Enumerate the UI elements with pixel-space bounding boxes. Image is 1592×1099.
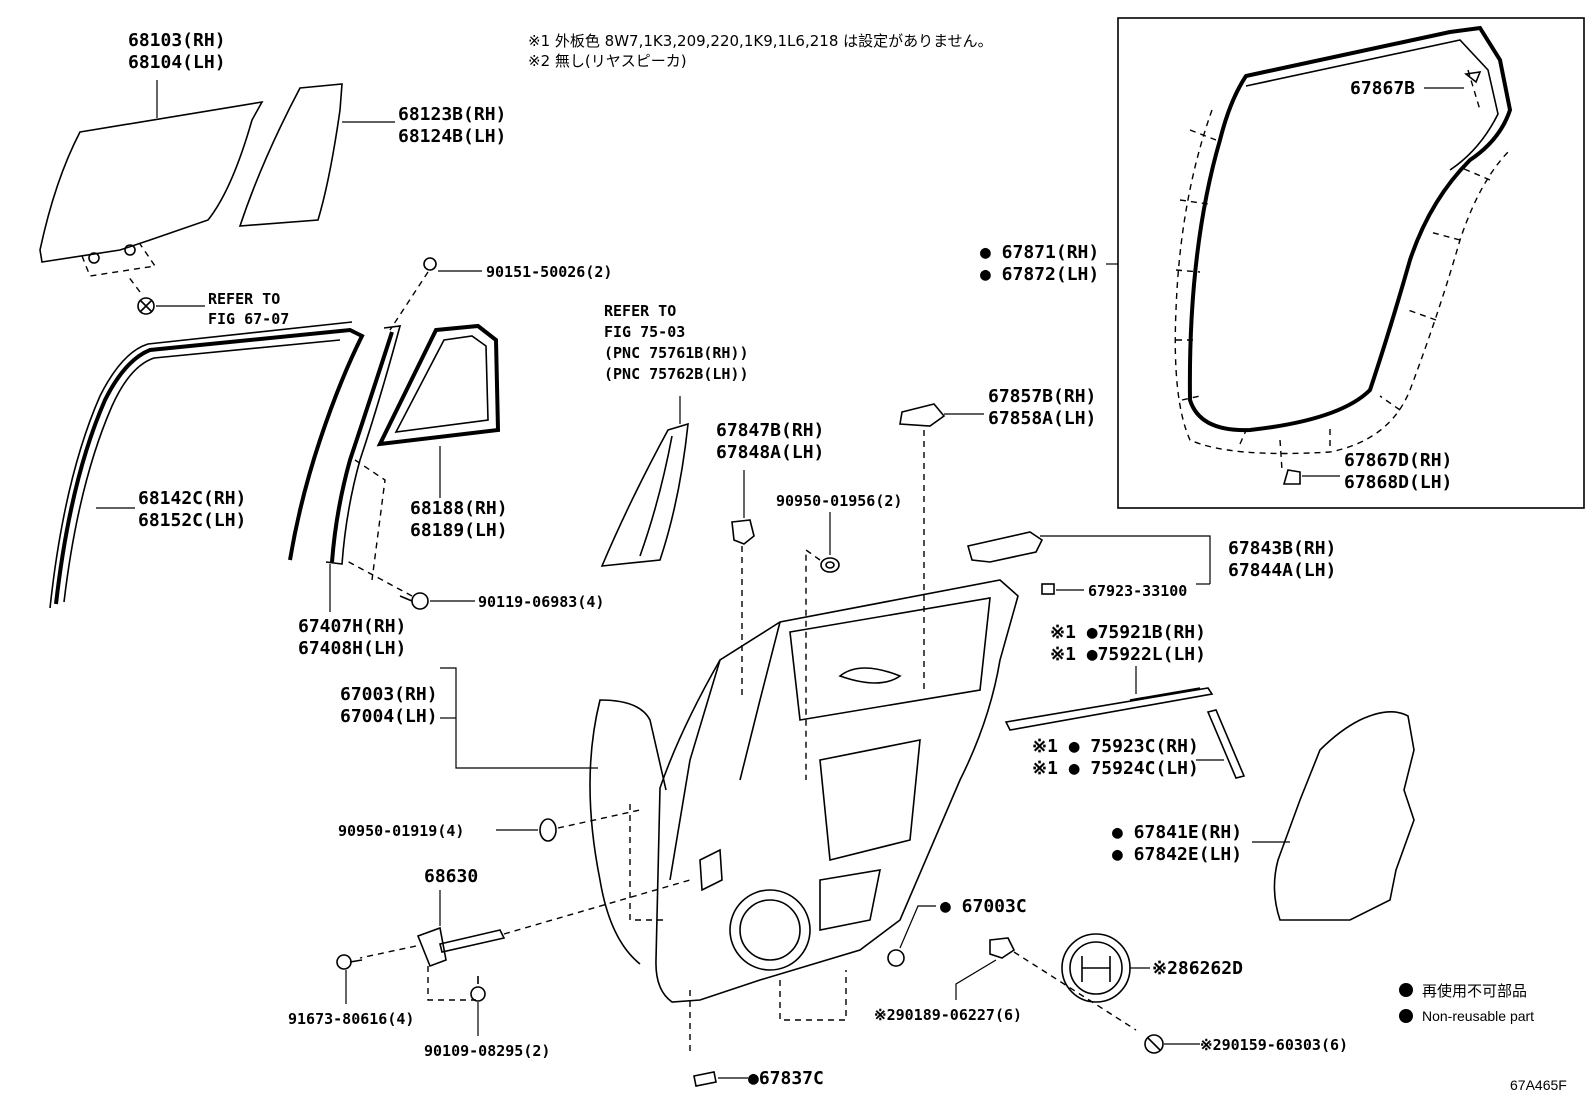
- label-67004: 67004(LH): [340, 706, 438, 727]
- service-hole-cover: [1273, 711, 1415, 921]
- bolt-90109-icon: [470, 976, 486, 1002]
- speaker-86262d: [1061, 933, 1131, 1003]
- label-68188: 68188(RH): [410, 498, 508, 519]
- label-67872: ● 67872(LH): [980, 264, 1099, 285]
- rear-edge-moulding: [1206, 709, 1246, 779]
- screw-90151-icon: [423, 257, 437, 271]
- label-90151: 90151-50026(2): [486, 263, 612, 281]
- label-67923: 67923-33100: [1088, 582, 1187, 600]
- division-bar: [325, 325, 402, 581]
- refer-fig-6707-line2: FIG 67-07: [208, 310, 289, 328]
- label-67842e: ● 67842E(LH): [1112, 844, 1242, 865]
- plug-90950-01956-icon: [805, 548, 840, 780]
- label-67841e: ● 67841E(RH): [1112, 822, 1242, 843]
- door-glass: [39, 100, 264, 277]
- label-75922l: ※1 ●75922L(LH): [1050, 644, 1206, 665]
- label-90119: 90119-06983(4): [478, 593, 604, 611]
- label-68189: 68189(LH): [410, 520, 508, 541]
- label-67867b: 67867B: [1350, 78, 1415, 99]
- note-2: ※2 無し(リヤスピーカ): [528, 52, 687, 70]
- refer-fig-7503-line1: REFER TO: [604, 302, 676, 320]
- label-67848a: 67848A(LH): [716, 442, 824, 463]
- label-68103: 68103(RH): [128, 30, 226, 51]
- refer-fig-7503-line2: FIG 75-03: [604, 323, 685, 341]
- label-68630: 68630: [424, 866, 478, 887]
- label-68142c: 68142C(RH): [138, 488, 246, 509]
- label-75924c: ※1 ● 75924C(LH): [1032, 758, 1199, 779]
- label-86262d: ※286262D: [1152, 958, 1243, 979]
- legend-jp: 再使用不可部品: [1422, 982, 1527, 1000]
- label-68123b: 68123B(RH): [398, 104, 506, 125]
- weatherstrip-detail-box: [1117, 17, 1585, 509]
- label-67847b: 67847B(RH): [716, 420, 824, 441]
- door-check: [359, 879, 691, 1001]
- label-68124b: 68124B(LH): [398, 126, 506, 147]
- label-90189: ※290189-06227(6): [874, 1006, 1022, 1024]
- label-90159: ※290159-60303(6): [1200, 1036, 1348, 1054]
- run-channel: [49, 321, 365, 609]
- label-67868d: 67868D(LH): [1344, 472, 1452, 493]
- quarter-window-frame: [376, 323, 501, 447]
- label-91673: 91673-80616(4): [288, 1010, 414, 1028]
- label-75921b: ※1 ●75921B(RH): [1050, 622, 1206, 643]
- door-panel-assembly: [589, 579, 1019, 1056]
- label-90950-01919: 90950-01919(4): [338, 822, 464, 840]
- clip-67847b-icon: [731, 519, 755, 700]
- belt-moulding: [1004, 687, 1214, 731]
- refer-fig-7503-line3: (PNC 75761B(RH)): [604, 344, 749, 362]
- figure-code: 67A465F: [1510, 1077, 1567, 1093]
- legend-dot-jp: [1399, 983, 1413, 997]
- label-67844a: 67844A(LH): [1228, 560, 1336, 581]
- clip-67837c-icon: [693, 1071, 717, 1087]
- bolt-90119-icon: [344, 559, 429, 610]
- label-67858a: 67858A(LH): [988, 408, 1096, 429]
- plug-90950-01919-icon: [539, 809, 641, 842]
- legend-en: Non-reusable part: [1422, 1008, 1534, 1024]
- label-67407h: 67407H(RH): [298, 616, 406, 637]
- label-90950-01956: 90950-01956(2): [776, 492, 902, 510]
- glass-bolt-icon: [127, 275, 155, 315]
- label-67871: ● 67871(RH): [980, 242, 1099, 263]
- refer-fig-7503-line4: (PNC 75762B(LH)): [604, 365, 749, 383]
- label-67003: 67003(RH): [340, 684, 438, 705]
- handle-bracket-67857b-icon: [899, 403, 946, 690]
- label-67843b: 67843B(RH): [1228, 538, 1336, 559]
- label-75923c: ※1 ● 75923C(RH): [1032, 736, 1199, 757]
- clip-67867d-icon: [1282, 469, 1301, 485]
- label-67857b: 67857B(RH): [988, 386, 1096, 407]
- pad-67003c-icon: [887, 949, 905, 967]
- label-68152c: 68152C(LH): [138, 510, 246, 531]
- clip-90189-icon: [989, 937, 1137, 1031]
- clip-67923-icon: [1041, 583, 1055, 595]
- quarter-glass: [238, 83, 343, 227]
- door-weatherstrip: [1174, 25, 1513, 471]
- legend-dot-en: [1399, 1009, 1413, 1023]
- label-90109: 90109-08295(2): [424, 1042, 550, 1060]
- note-1: ※1 外板色 8W7,1K3,209,220,1K9,1L6,218 は設定があ…: [528, 32, 993, 50]
- label-68104: 68104(LH): [128, 52, 226, 73]
- label-67867d: 67867D(RH): [1344, 450, 1452, 471]
- clip-67867b-icon: [1464, 71, 1482, 84]
- belt-bracket-67843b-icon: [966, 531, 1044, 563]
- pillar-garnish: [600, 422, 689, 567]
- refer-fig-6707-line1: REFER TO: [208, 290, 280, 308]
- label-67837c: ●67837C: [748, 1068, 824, 1089]
- label-67408h: 67408H(LH): [298, 638, 406, 659]
- screw-90159-icon: [1144, 1034, 1164, 1054]
- label-67003c: ● 67003C: [940, 896, 1027, 917]
- bolt-91673-icon: [336, 954, 363, 970]
